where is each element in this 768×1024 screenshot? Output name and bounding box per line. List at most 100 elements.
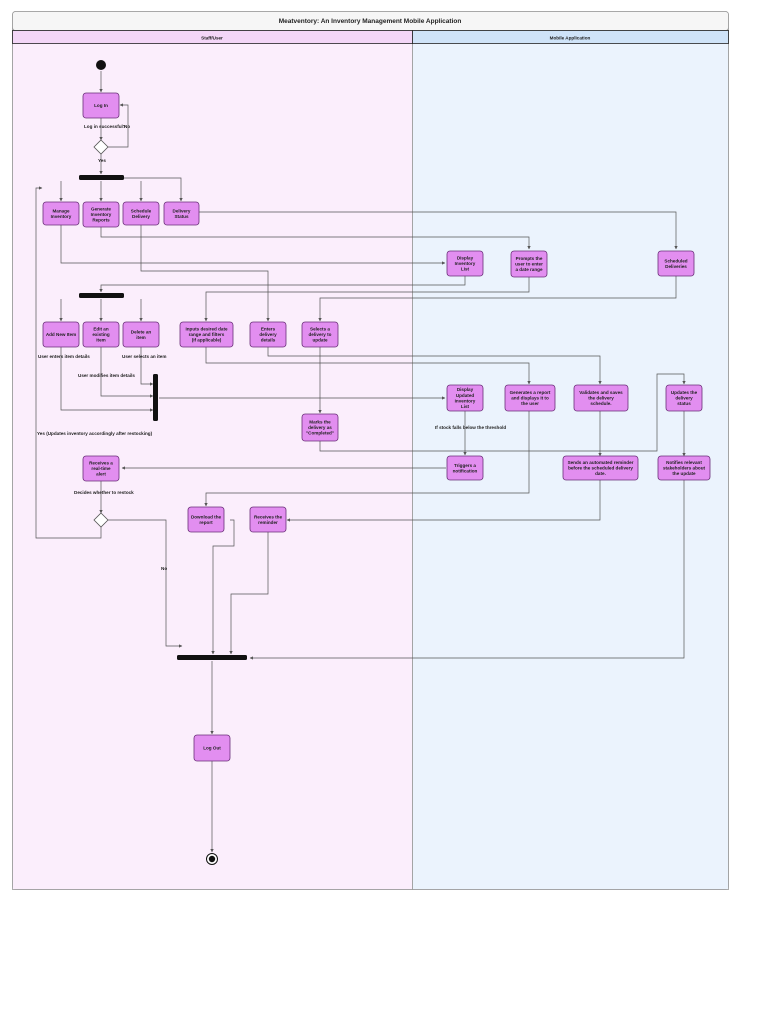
fork-bar [79, 293, 124, 298]
edge-label: If stock falls below the threshold [435, 425, 506, 430]
activity-receive-alert [82, 455, 120, 482]
edge [318, 276, 677, 322]
edge [286, 480, 601, 522]
activity-generate-reports [82, 201, 120, 228]
activity-enter-delivery-details [249, 321, 287, 348]
activity-schedule-delivery [122, 201, 160, 226]
edge-label: User enters item details [38, 354, 90, 359]
activity-label-add-new-item: Add New Item [46, 332, 76, 337]
activity-triggers-notification [446, 455, 484, 481]
activity-log-in [82, 92, 120, 119]
join-bar [153, 374, 158, 421]
activity-edit-existing-item [82, 321, 120, 348]
join-bar [177, 655, 247, 660]
activity-label-log-in: Log In [94, 103, 108, 108]
edge [204, 411, 530, 507]
app-lane-header [412, 30, 729, 44]
activity-selects-delivery [301, 321, 339, 348]
edge [108, 519, 183, 648]
staff-lane-label: Staff/User [201, 36, 223, 41]
app-lane-label: Mobile Application [550, 36, 591, 41]
edge [60, 347, 154, 412]
edge [100, 347, 154, 398]
edge-label: No [124, 124, 130, 129]
activity-delete-item [122, 321, 160, 348]
edge [199, 211, 678, 250]
activities [42, 92, 711, 762]
decision-restock [93, 512, 109, 528]
edge-label: Log in successful? [84, 124, 126, 129]
edge [204, 277, 530, 322]
edge [35, 186, 102, 539]
activity-scheduled-deliveries [657, 250, 695, 277]
activity-generate-report-display [504, 384, 556, 412]
activity-label-log-out: Log Out [203, 746, 221, 751]
edge [319, 373, 686, 452]
edge [205, 347, 531, 385]
activity-input-date-range [179, 321, 234, 348]
edge [249, 480, 685, 660]
activity-prompt-date-range [510, 250, 548, 278]
activity-delivery-status [163, 201, 200, 226]
edge [100, 227, 531, 250]
edge [108, 103, 129, 148]
activity-notifies-stakeholders [657, 455, 711, 481]
edge [140, 225, 270, 322]
activity-display-updated-list [446, 384, 484, 412]
activity-validate-save-delivery [573, 384, 629, 412]
activity-download-report [187, 506, 225, 533]
activity-manage-inventory [42, 201, 80, 226]
edge-label: No [161, 566, 167, 571]
activity-update-delivery-status [665, 384, 703, 412]
start-node [96, 60, 106, 70]
edge [99, 276, 466, 293]
edge-label: Yes [98, 158, 106, 163]
edge [211, 519, 235, 655]
edge-label: User modifies item details [78, 373, 135, 378]
activity-add-new-item [42, 321, 80, 348]
edge [118, 177, 183, 202]
edge-label: User selects an item [122, 354, 166, 359]
activity-marks-completed [301, 413, 339, 442]
activity-display-inventory-list [446, 250, 484, 277]
edge-label: Decides whether to restock [74, 490, 134, 495]
edge [140, 347, 154, 386]
activity-sends-reminder [562, 455, 639, 481]
edges [35, 71, 686, 853]
activity-log-out [193, 734, 231, 762]
diagram-title: Meatventory: An Inventory Management Mob… [279, 18, 462, 25]
decision-login [93, 139, 109, 155]
activity-receive-reminder [249, 506, 287, 533]
edge [60, 225, 446, 265]
fork-bar [79, 175, 124, 180]
end-node [208, 855, 216, 863]
edge [267, 347, 602, 385]
edge [229, 532, 269, 655]
edge-label: Yes (Updates inventory accordingly after… [37, 431, 153, 436]
